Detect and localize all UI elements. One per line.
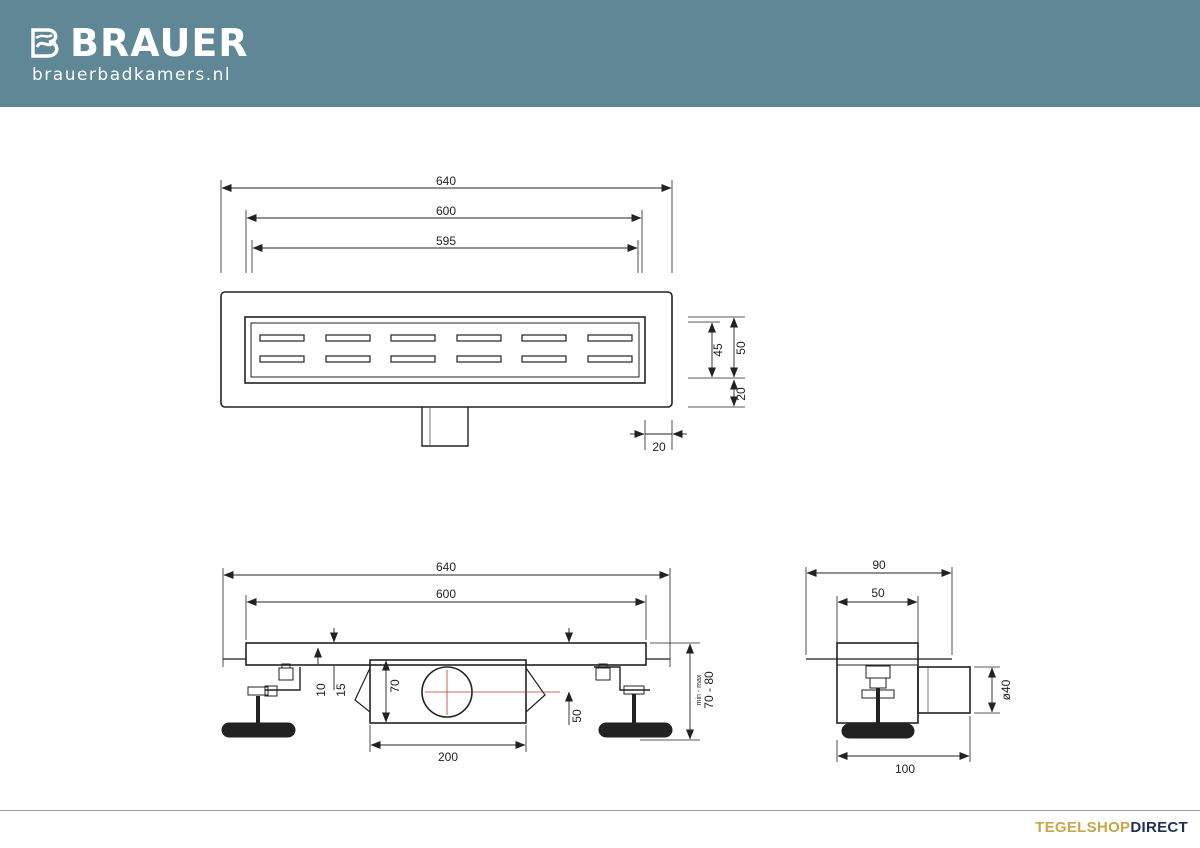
label-90: 90 xyxy=(872,558,886,572)
footer-brand-part2: DIRECT xyxy=(1130,819,1188,836)
label-100: 100 xyxy=(895,762,915,776)
label-70: 70 xyxy=(388,679,402,693)
brand-name: BRAUER xyxy=(70,21,249,65)
brand-logo[interactable]: BRAUER brauerbadkamers.nl xyxy=(30,24,249,85)
label-20-side: 20 xyxy=(734,387,748,401)
label-45: 45 xyxy=(711,343,725,357)
end-view-outlet xyxy=(917,666,971,714)
top-view xyxy=(220,180,745,450)
outlet-pipe-top xyxy=(421,407,469,447)
label-min-max: min - max xyxy=(696,674,703,705)
label-640-side: 640 xyxy=(436,560,456,574)
grate-inner xyxy=(250,322,640,378)
label-o40: ø40 xyxy=(999,679,1013,700)
side-view xyxy=(221,568,700,752)
footer-brand-part1: TEGELSHOP xyxy=(1035,819,1131,836)
label-50-end: 50 xyxy=(871,586,885,600)
drain-body xyxy=(369,659,527,724)
label-640-top: 640 xyxy=(436,174,456,188)
label-50-top: 50 xyxy=(734,341,748,355)
grate-outer xyxy=(244,316,646,384)
end-view xyxy=(805,567,1000,762)
label-10: 10 xyxy=(314,683,328,697)
brand-url[interactable]: brauerbadkamers.nl xyxy=(32,65,232,85)
footer-divider xyxy=(0,810,1200,811)
label-50-side: 50 xyxy=(570,709,584,723)
end-view-labels: 90 50 ø40 100 xyxy=(871,558,1013,776)
label-20-end: 20 xyxy=(652,440,666,454)
label-600-side: 600 xyxy=(436,587,456,601)
right-leveling-foot xyxy=(594,663,673,738)
footer-brand-logo[interactable]: TEGELSHOPDIRECT xyxy=(1035,819,1188,836)
side-view-labels: 640 600 10 15 70 50 200 min - max 70 - 8… xyxy=(314,560,716,764)
grate-slots xyxy=(259,334,633,363)
label-70-80: 70 - 80 xyxy=(702,671,716,709)
label-15: 15 xyxy=(334,683,348,697)
left-leveling-foot xyxy=(221,663,301,738)
end-view-foot xyxy=(841,723,915,739)
brauer-logo-icon xyxy=(31,28,59,58)
header-bar: BRAUER brauerbadkamers.nl xyxy=(0,0,1200,107)
label-200: 200 xyxy=(438,750,458,764)
label-600-top: 600 xyxy=(436,204,456,218)
top-view-labels: 640 600 595 45 50 20 20 xyxy=(436,174,748,454)
flange-plate xyxy=(245,642,647,666)
drain-outer-frame xyxy=(220,291,673,408)
label-595-top: 595 xyxy=(436,234,456,248)
